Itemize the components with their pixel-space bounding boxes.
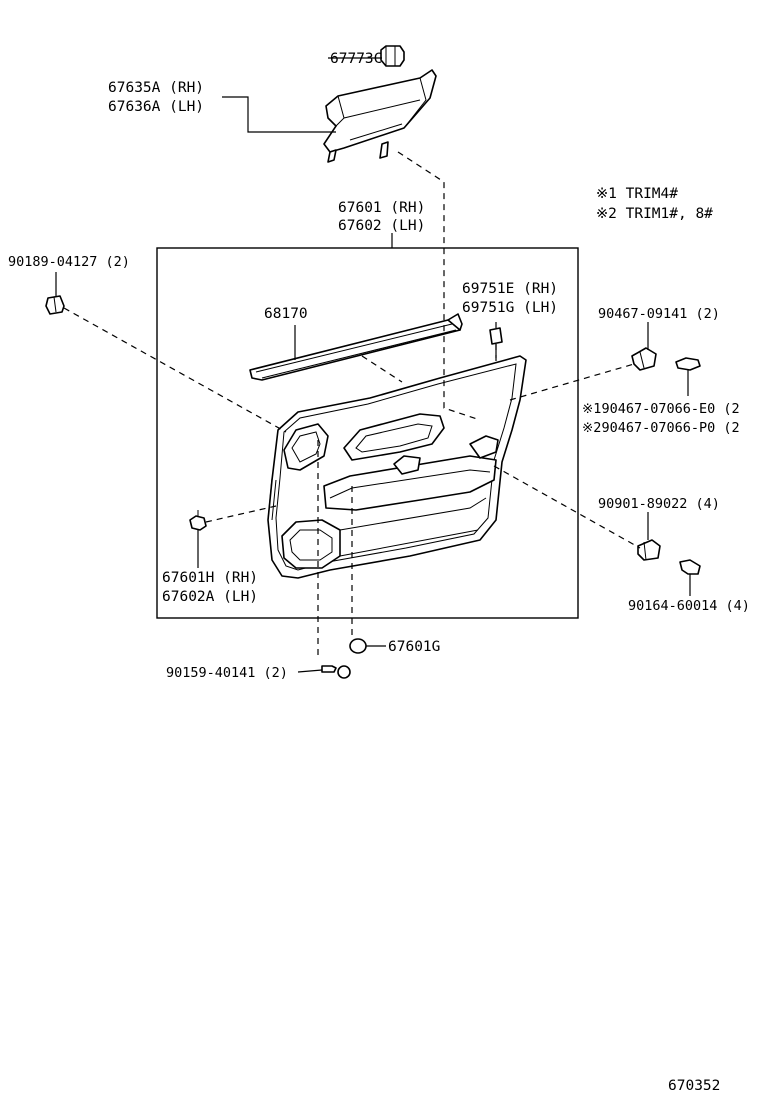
bottom-plug	[349, 638, 386, 654]
retainer-clip	[489, 322, 503, 358]
label-67635a: 67635A (RH)	[108, 80, 204, 96]
label-67601g: 67601G	[388, 639, 440, 655]
note-2: ※2 TRIM1#, 8#	[596, 206, 713, 222]
label-69751e: 69751E (RH)	[462, 281, 558, 297]
label-90159: 90159-40141 (2)	[166, 665, 288, 681]
door-trim-panel	[267, 355, 527, 579]
label-67636a: 67636A (LH)	[108, 99, 204, 115]
label-clip-note-1: ※190467-07066-E0 (2	[582, 401, 740, 417]
label-67602a: 67602A (LH)	[162, 589, 258, 605]
figure-number: 670352	[668, 1078, 720, 1094]
left-cap-bolt	[189, 510, 207, 568]
label-90164: 90164-60014 (4)	[628, 598, 750, 614]
bottom-screw	[297, 665, 351, 679]
label-68170: 68170	[264, 306, 308, 322]
label-69751g: 69751G (LH)	[462, 300, 558, 316]
label-clip-note-2: ※290467-07066-P0 (2	[582, 420, 740, 436]
label-67602: 67602 (LH)	[338, 218, 425, 234]
label-90467-09141: 90467-09141 (2)	[598, 306, 720, 322]
upper-bracket	[323, 45, 437, 163]
label-67601: 67601 (RH)	[338, 200, 425, 216]
note-1: ※1 TRIM4#	[596, 186, 678, 202]
label-67601h: 67601H (RH)	[162, 570, 258, 586]
label-90189: 90189-04127 (2)	[8, 254, 130, 270]
right-clip	[631, 322, 701, 396]
left-clip	[45, 272, 65, 315]
right-nut	[637, 512, 661, 561]
label-67773c: 67773C	[330, 51, 382, 67]
right-screw	[679, 559, 701, 596]
panel-box	[156, 247, 579, 619]
label-90901: 90901-89022 (4)	[598, 496, 720, 512]
weatherstrip	[249, 313, 463, 381]
